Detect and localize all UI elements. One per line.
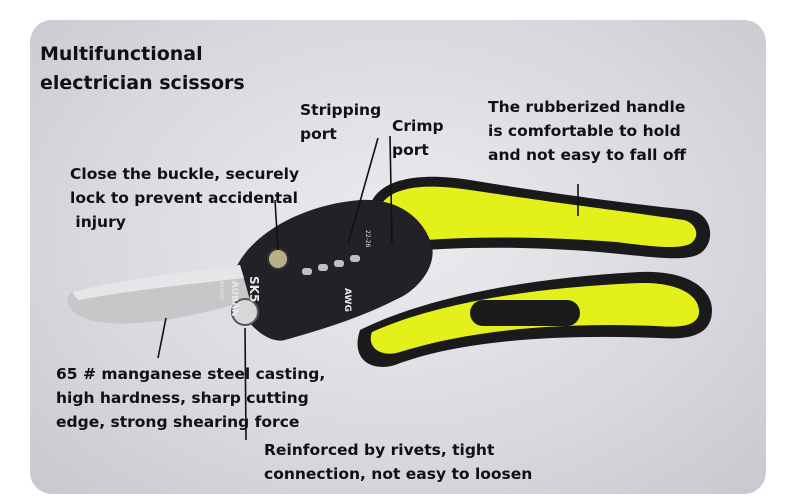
handle-grip-inset xyxy=(470,300,580,326)
callout-lines xyxy=(157,135,579,441)
rivet-callout: Reinforced by rivets, tight connection, … xyxy=(264,438,532,486)
model-mark: SK5 xyxy=(247,276,261,302)
steel-line-2: high hardness, sharp cutting xyxy=(56,389,309,407)
handle-callout: The rubberized handle is comfortable to … xyxy=(488,95,686,167)
buckle-line-3: injury xyxy=(70,213,126,231)
steel-line-1: 65 # manganese steel casting, xyxy=(56,365,326,383)
buckle-callout: Close the buckle, securely lock to preve… xyxy=(70,162,299,234)
buckle-line-1: Close the buckle, securely xyxy=(70,165,300,183)
crimp-line-2: port xyxy=(392,141,429,159)
jaw-body xyxy=(233,199,433,341)
stripping-line-2: port xyxy=(300,125,337,143)
rivet-line-2: connection, not easy to loosen xyxy=(264,465,533,483)
crimp-line-1: Crimp xyxy=(392,117,444,135)
crimp-port-callout: Crimp port xyxy=(392,114,444,162)
stripping-holes xyxy=(302,255,360,275)
upper-handle xyxy=(366,176,711,259)
title-line-1: Multifunctional xyxy=(40,43,203,65)
pivot-rivet xyxy=(231,298,259,326)
steel-callout: 65 # manganese steel casting, high hardn… xyxy=(56,362,325,434)
title-line-2: electrician scissors xyxy=(40,72,245,94)
buckle-line-2: lock to prevent accidental xyxy=(70,189,298,207)
crimp-mark: 22-26 xyxy=(364,230,371,248)
steel-line-3: edge, strong shearing force xyxy=(56,413,300,431)
handle-line-1: The rubberized handle xyxy=(488,98,686,116)
stripping-port-callout: Stripping port xyxy=(300,98,381,146)
brand-mark: AUBAN xyxy=(229,281,239,316)
code-mark: A10002 xyxy=(218,281,224,300)
rivet-line-1: Reinforced by rivets, tight xyxy=(264,441,495,459)
awg-mark: AWG xyxy=(342,288,352,312)
handle-line-2: is comfortable to hold xyxy=(488,122,681,140)
lower-handle xyxy=(357,271,712,367)
stripping-line-1: Stripping xyxy=(300,101,382,119)
page-title: Multifunctional electrician scissors xyxy=(40,40,245,98)
handle-line-3: and not easy to fall off xyxy=(488,146,687,164)
